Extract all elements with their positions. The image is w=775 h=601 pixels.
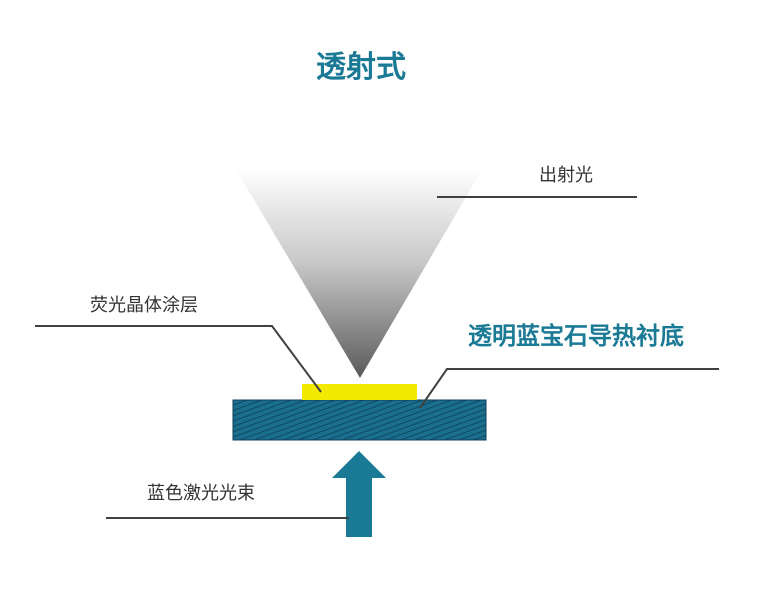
sapphire-substrate [232,399,487,441]
leader-line-phosphor [35,325,322,393]
phosphor-coating-layer [302,384,417,400]
page-title: 透射式 [316,50,406,85]
leader-line-substrate [419,368,719,409]
blue-laser-arrow [332,451,386,537]
label-output-light: 出射光 [539,165,593,186]
emitted-light-cone [235,168,483,378]
label-sapphire-substrate: 透明蓝宝石导热衬底 [468,322,684,350]
label-phosphor-coating: 荧光晶体涂层 [90,295,198,316]
label-blue-laser: 蓝色激光光束 [147,483,255,504]
